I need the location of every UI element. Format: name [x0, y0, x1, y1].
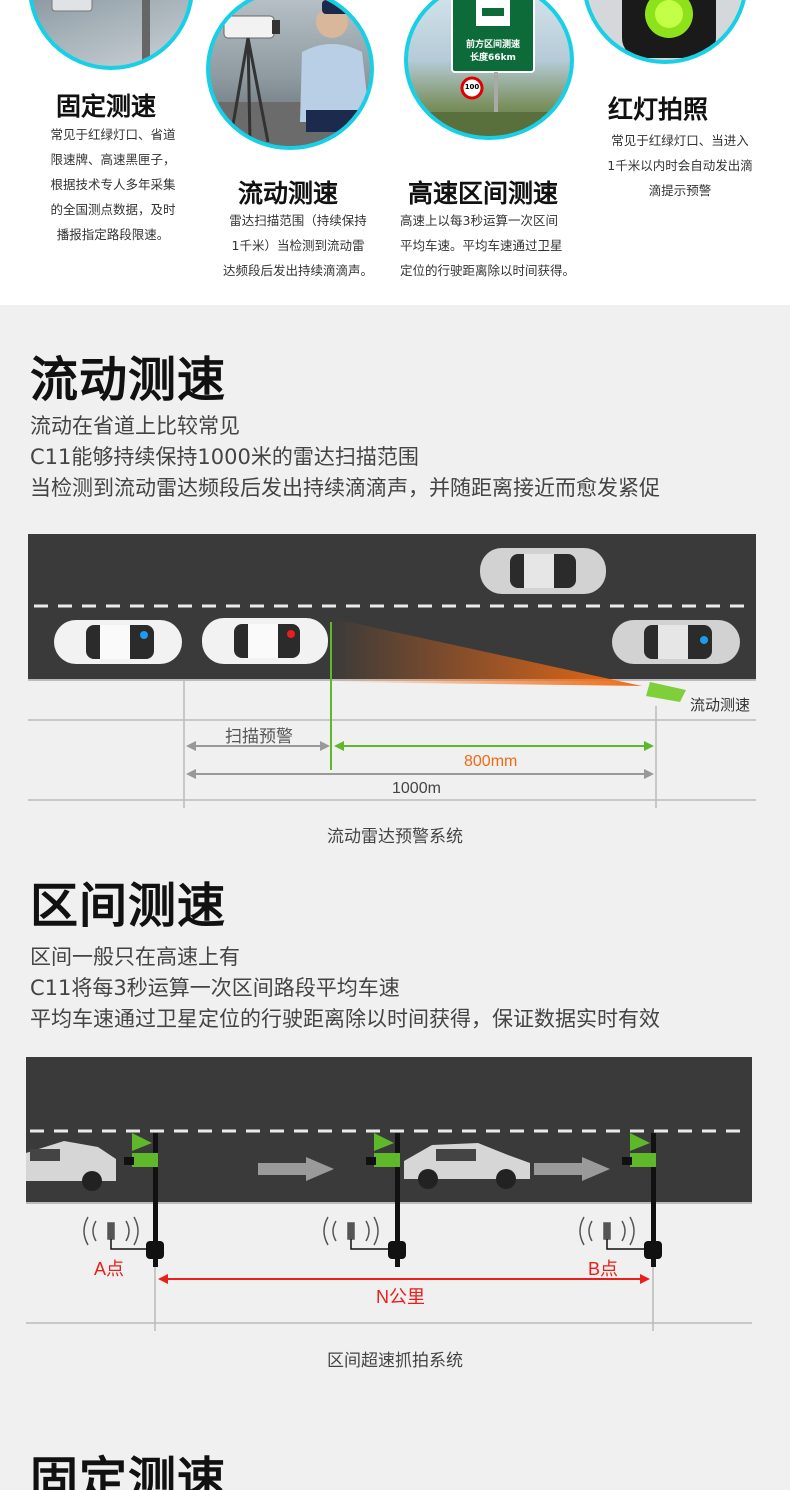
car-right	[612, 620, 740, 664]
feature-title-interval: 高速区间测速	[408, 179, 559, 208]
camera-pole-a	[124, 1133, 164, 1267]
desc-line: 播报指定路段限速。	[56, 227, 170, 242]
interval-caption: 区间超速抓拍系统	[327, 1351, 463, 1371]
text-line: C11能够持续保持1000米的雷达扫描范围	[30, 445, 419, 469]
distance-label: N公里	[376, 1287, 425, 1307]
feature-strip: 前方区间测速 长度66km 100 固定测速 流动测速 高速区间测速 红灯拍照 …	[0, 0, 790, 305]
direction-arrow-icon	[534, 1157, 610, 1181]
car-middle	[404, 1143, 530, 1189]
range-1000-label: 1000m	[392, 780, 441, 797]
desc-line: 1千米以内时会自动发出滴	[607, 158, 753, 173]
desc-line: 滴提示预警	[648, 183, 712, 198]
desc-line: 常见于红绿灯口、当进入	[611, 133, 749, 148]
scan-label: 扫描预警	[225, 727, 293, 746]
feature-title-mobile: 流动测速	[238, 179, 339, 208]
car-scanner	[202, 618, 328, 664]
desc-line: 高速上以每3秒运算一次区间	[400, 213, 558, 228]
direction-arrow-icon	[258, 1157, 334, 1181]
car-left	[54, 620, 182, 664]
traffic-light-photo	[582, 0, 748, 64]
feature-title-redlight: 红灯拍照	[608, 95, 709, 124]
desc-line: 1千米）当检测到流动雷	[231, 238, 365, 253]
camera-pole-middle	[366, 1133, 406, 1267]
text-line: 当检测到流动雷达频段后发出持续滴滴声，并随距离接近而愈发紧促	[30, 476, 660, 500]
radar-gun-icon	[646, 682, 686, 702]
point-b-label: B点	[588, 1259, 618, 1279]
interval-section-text: 区间一般只在高速上有 C11将每3秒运算一次区间路段平均车速 平均车速通过卫星定…	[30, 942, 660, 1035]
sign-speed-limit: 100	[464, 83, 480, 91]
mobile-section-title: 流动测速	[30, 352, 227, 408]
text-line: 区间一般只在高速上有	[30, 945, 240, 969]
interval-camera-diagram: A点 B点 N公里	[26, 1057, 752, 1331]
interval-section-title: 区间测速	[30, 878, 227, 934]
desc-line: 限速牌、高速黑匣子，	[50, 152, 176, 167]
text-line: C11将每3秒运算一次区间路段平均车速	[30, 976, 400, 1000]
feature-title-fixed: 固定测速	[56, 92, 157, 121]
point-a-label: A点	[94, 1259, 124, 1279]
desc-line: 达频段后发出持续滴滴声。	[222, 263, 373, 278]
fixed-camera-photo	[28, 0, 194, 70]
mobile-caption: 流动雷达预警系统	[327, 827, 463, 847]
radar-beam	[330, 618, 642, 686]
mobile-radar-diagram: 流动测速 扫描预警 800mm 1000m	[28, 534, 756, 808]
sign-line1: 前方区间测速	[465, 40, 520, 50]
car-left	[26, 1141, 116, 1191]
mobile-section-text: 流动在省道上比较常见 C11能够持续保持1000米的雷达扫描范围 当检测到流动雷…	[30, 411, 660, 504]
feature-desc-interval: 高速上以每3秒运算一次区间 平均车速。平均车速通过卫星 定位的行驶距离除以时间获…	[400, 208, 610, 283]
desc-line: 常见于红绿灯口、省道	[50, 127, 176, 142]
radar-label: 流动测速	[690, 697, 750, 714]
feature-desc-fixed: 常见于红绿灯口、省道 限速牌、高速黑匣子， 根据技术专人多年采集 的全国测点数据…	[28, 122, 198, 247]
feature-desc-redlight: 常见于红绿灯口、当进入 1千米以内时会自动发出滴 滴提示预警	[590, 128, 770, 203]
desc-line: 平均车速。平均车速通过卫星	[400, 238, 563, 253]
police-radar-photo	[206, 0, 374, 150]
range-800-label: 800mm	[464, 753, 517, 770]
desc-line: 定位的行驶距离除以时间获得。	[400, 263, 576, 278]
camera-pole-b	[622, 1133, 662, 1267]
desc-line: 雷达扫描范围（持续保持	[229, 213, 367, 228]
text-line: 平均车速通过卫星定位的行驶距离除以时间获得，保证数据实时有效	[30, 1007, 660, 1031]
sign-line2: 长度66km	[470, 53, 516, 63]
car-top	[480, 548, 606, 594]
desc-line: 的全国测点数据，及时	[50, 202, 176, 217]
text-line: 流动在省道上比较常见	[30, 414, 240, 438]
fixed-section-title: 固定测速	[30, 1452, 227, 1490]
desc-line: 根据技术专人多年采集	[50, 177, 176, 192]
interval-sign-photo: 前方区间测速 长度66km 100	[404, 0, 574, 140]
feature-desc-mobile: 雷达扫描范围（持续保持 1千米）当检测到流动雷 达频段后发出持续滴滴声。	[206, 208, 390, 283]
